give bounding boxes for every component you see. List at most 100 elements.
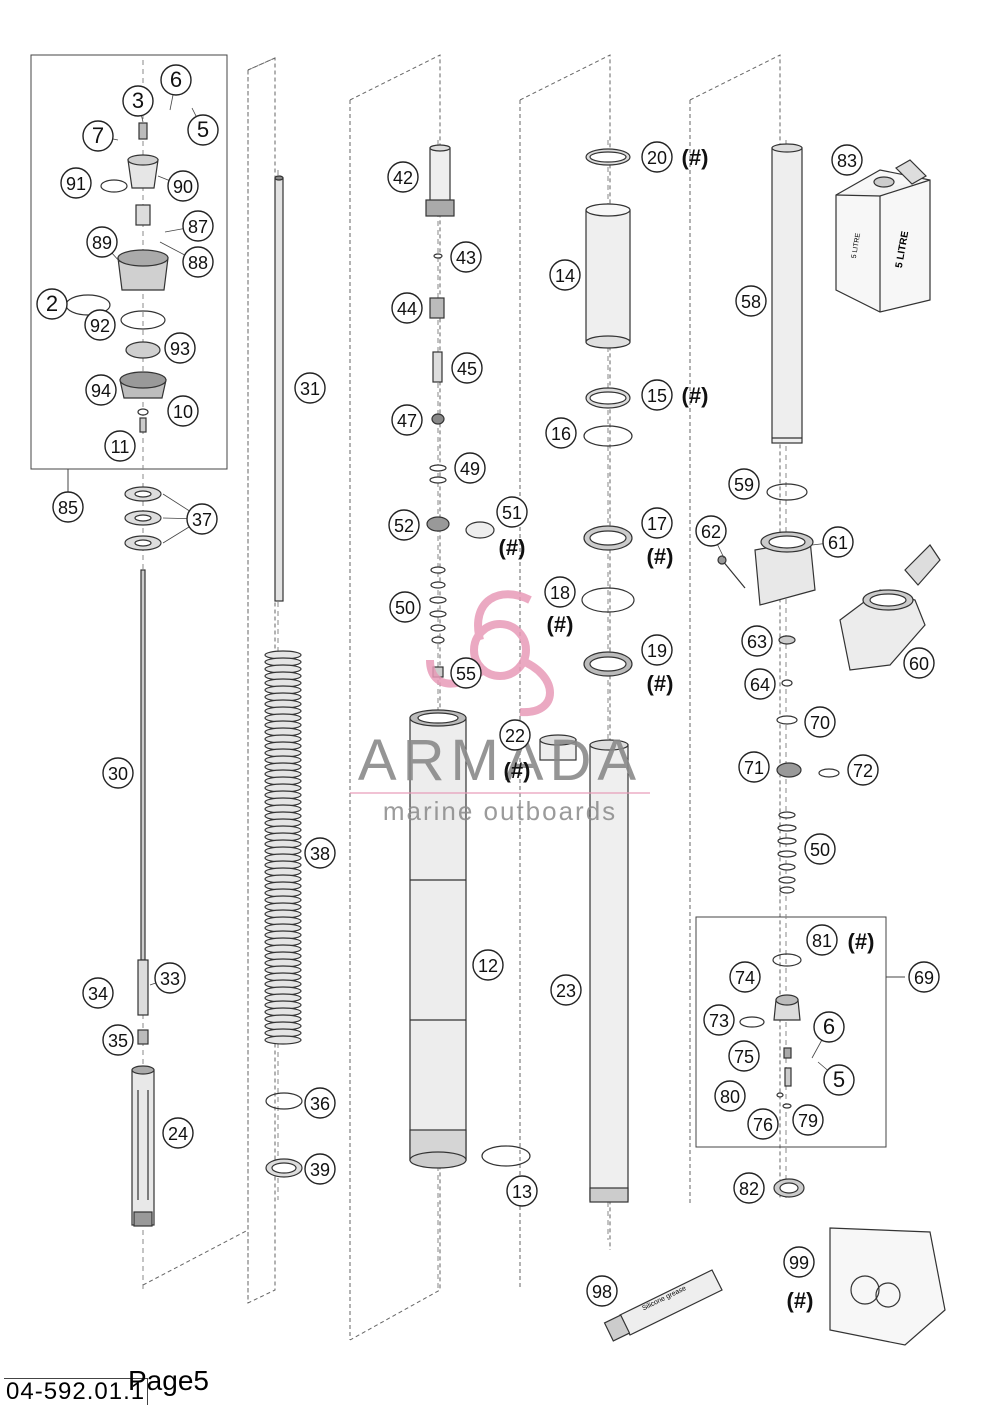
- callout-circle: [304, 837, 336, 869]
- callout-62: 62: [695, 515, 727, 547]
- callout-number: 62: [701, 522, 721, 542]
- callout-number: 63: [747, 632, 767, 652]
- document-code: 04-592.01.1: [4, 1378, 149, 1405]
- callout-circle: [806, 924, 838, 956]
- callout-75: 75: [728, 1040, 760, 1072]
- callout-number: 19: [647, 641, 667, 661]
- callout-circle: [391, 292, 423, 324]
- callout-2: 2: [36, 288, 68, 320]
- callout-number: 20: [647, 148, 667, 168]
- callout-circle: [167, 395, 199, 427]
- callout-circle: [641, 507, 673, 539]
- spring-coil: [264, 1035, 302, 1045]
- callout-circle: [703, 1004, 735, 1036]
- callout-number: 74: [735, 968, 755, 988]
- callout-circle: [84, 309, 116, 341]
- callout-circle: [154, 962, 186, 994]
- callout-circle: [744, 668, 776, 700]
- callout-5: 5: [823, 1064, 855, 1096]
- callout-7: 7: [82, 120, 114, 152]
- watermark-brand: ARMADA: [358, 728, 642, 793]
- callout-number: 5: [833, 1067, 845, 1092]
- armada-logo-icon: [426, 590, 554, 717]
- callout-number: 2: [46, 291, 58, 316]
- callout-42: 42: [387, 161, 419, 193]
- callout-circle: [388, 509, 420, 541]
- callout-circle: [104, 430, 136, 462]
- callout-99: 99: [783, 1246, 815, 1278]
- callout-18: 18: [544, 576, 576, 608]
- callout-circle: [450, 657, 482, 689]
- callout-51: 51: [496, 496, 528, 528]
- callout-circle: [454, 452, 486, 484]
- part-column5-stack: [776, 635, 840, 894]
- callout-circle: [82, 120, 114, 152]
- hash-mark: (#): [499, 535, 526, 560]
- callout-94: 94: [85, 374, 117, 406]
- callout-circle: [186, 503, 218, 535]
- callout-83: 83: [831, 144, 863, 176]
- callout-22: 22: [499, 719, 531, 751]
- callout-circle: [792, 1104, 824, 1136]
- part-inner-tube-23: [589, 739, 629, 1203]
- part-tube-31: [274, 175, 284, 602]
- callout-92: 92: [84, 309, 116, 341]
- callout-circle: [783, 1246, 815, 1278]
- hash-mark: (#): [547, 612, 574, 637]
- callout-circle: [695, 515, 727, 547]
- callout-circle: [102, 757, 134, 789]
- part-spring-38: [264, 650, 302, 1045]
- callout-circle: [187, 114, 219, 146]
- callout-74: 74: [729, 961, 761, 993]
- callout-number: 14: [555, 266, 575, 286]
- callout-circle: [714, 1080, 746, 1112]
- callout-circle: [641, 141, 673, 173]
- callout-number: 93: [170, 339, 190, 359]
- callout-61: 61: [822, 526, 854, 558]
- callout-5: 5: [187, 114, 219, 146]
- callout-55: 55: [450, 657, 482, 689]
- compression-valve-group-box: [695, 916, 887, 1148]
- callout-number: 51: [502, 503, 522, 523]
- callout-circle: [822, 526, 854, 558]
- callout-circle: [728, 1040, 760, 1072]
- callout-34: 34: [82, 977, 114, 1009]
- callout-79: 79: [792, 1104, 824, 1136]
- callout-number: 10: [173, 402, 193, 422]
- hash-mark: (#): [682, 383, 709, 408]
- callout-24: 24: [162, 1117, 194, 1149]
- callout-60: 60: [903, 647, 935, 679]
- callout-circle: [60, 167, 92, 199]
- callout-50: 50: [804, 833, 836, 865]
- callout-number: 6: [170, 67, 182, 92]
- callout-82: 82: [733, 1172, 765, 1204]
- callout-circle: [102, 1024, 134, 1056]
- callout-number: 87: [188, 217, 208, 237]
- part-clamp-60: [839, 544, 941, 671]
- callout-72: 72: [847, 754, 879, 786]
- callout-6: 6: [160, 64, 192, 96]
- callout-circle: [52, 491, 84, 523]
- callout-38: 38: [304, 837, 336, 869]
- callout-circle: [499, 719, 531, 751]
- callout-number: 45: [457, 359, 477, 379]
- callout-number: 94: [91, 381, 111, 401]
- part-cartridge-head: [65, 122, 169, 433]
- hash-mark: (#): [682, 145, 709, 170]
- callout-number: 34: [88, 984, 108, 1004]
- callout-number: 44: [397, 299, 417, 319]
- callout-98: 98: [586, 1275, 618, 1307]
- callout-circle: [472, 949, 504, 981]
- callout-circle: [733, 1172, 765, 1204]
- part-clamp-61: [717, 483, 816, 606]
- callout-circle: [387, 161, 419, 193]
- callout-number: 83: [837, 151, 857, 171]
- callout-circle: [85, 374, 117, 406]
- callout-circle: [304, 1087, 336, 1119]
- callout-number: 12: [478, 956, 498, 976]
- callout-circle: [586, 1275, 618, 1307]
- callout-87: 87: [182, 210, 214, 242]
- callout-93: 93: [164, 332, 196, 364]
- armada-watermark: ARMADA marine outboards: [350, 590, 650, 826]
- callout-10: 10: [167, 395, 199, 427]
